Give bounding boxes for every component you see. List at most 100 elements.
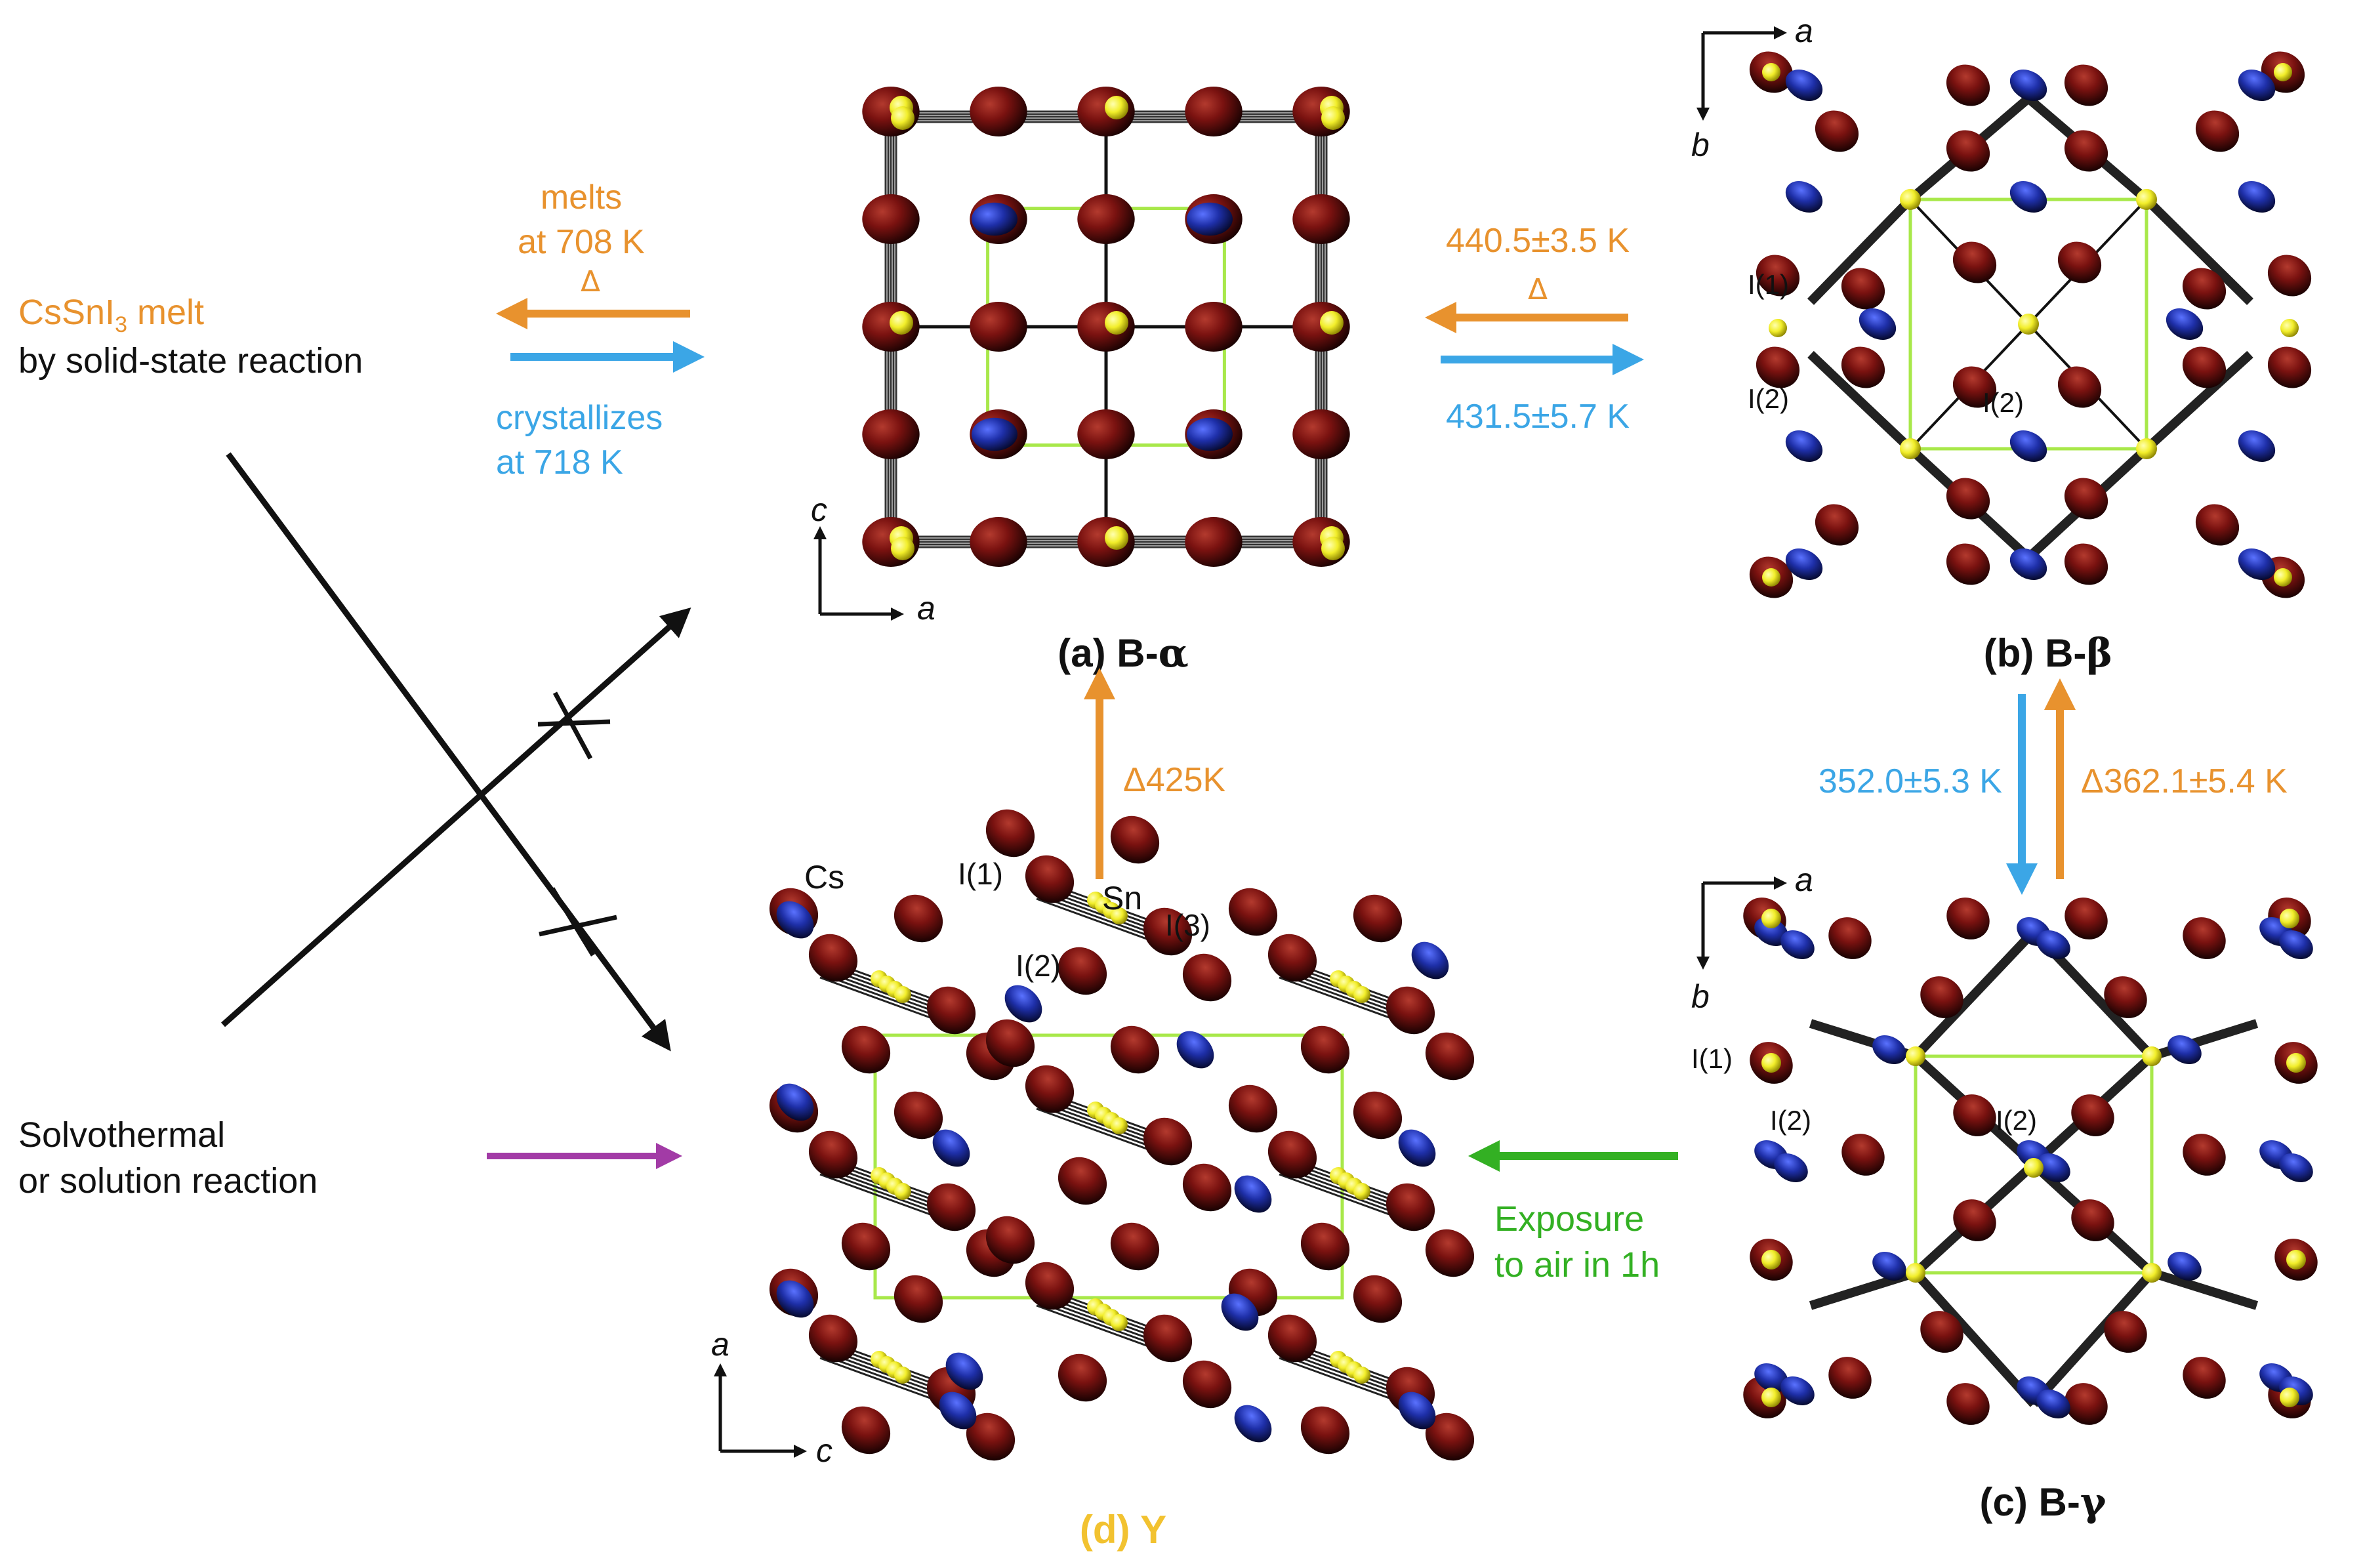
iodine-atom bbox=[1185, 302, 1243, 352]
cross-mark-2a bbox=[550, 887, 595, 957]
cesium-atom bbox=[2168, 1252, 2202, 1281]
panel-c-axes: a b bbox=[1691, 861, 1813, 1015]
tin-atom bbox=[1761, 1053, 1781, 1073]
tin-atom bbox=[2136, 438, 2157, 459]
panel-d-caption: (d) Y bbox=[1080, 1508, 1166, 1552]
iodine-atom bbox=[2183, 1134, 2226, 1176]
iodine-atom bbox=[2064, 478, 2108, 520]
iodine-atom bbox=[1185, 87, 1243, 136]
iodine-atom bbox=[1828, 917, 1872, 959]
cesium-atom bbox=[2238, 430, 2276, 462]
cross-mark-1a bbox=[552, 691, 593, 760]
iodine-atom bbox=[2182, 346, 2227, 388]
iodine-atom bbox=[2064, 130, 2108, 172]
cesium-atom bbox=[1234, 1405, 1272, 1443]
cesium-atom bbox=[2009, 70, 2047, 101]
iodine-atom bbox=[2182, 268, 2227, 310]
iodine-atom bbox=[1143, 1117, 1193, 1166]
cesium-atom bbox=[945, 1352, 983, 1390]
solvothermal-label-1: Solvothermal bbox=[18, 1115, 225, 1155]
panel-b-caption: (b) B-β bbox=[1984, 630, 2112, 676]
cross-arrow-to-y bbox=[226, 452, 671, 1052]
panel-a-caption: (a) B-α bbox=[1058, 630, 1188, 676]
cd-green-label-1: Exposure bbox=[1494, 1199, 1644, 1239]
tin-atom bbox=[1762, 568, 1780, 587]
cesium-atom bbox=[1754, 1363, 1788, 1392]
panel-d-axis-v-label: a bbox=[711, 1326, 729, 1363]
tin-atom bbox=[1353, 1183, 1370, 1200]
iodine-atom bbox=[1815, 504, 1859, 546]
iodine-atom bbox=[926, 986, 976, 1035]
panel-c-label-i2a: I(2) bbox=[1770, 1105, 1811, 1136]
tin-atom bbox=[2142, 1046, 2162, 1066]
iodine-atom bbox=[1946, 543, 1990, 585]
iodine-atom bbox=[2195, 504, 2240, 546]
iodine-atom bbox=[808, 1130, 858, 1179]
panel-d-axis-h-label: c bbox=[816, 1432, 832, 1469]
iodine-atom bbox=[2065, 1383, 2108, 1425]
panel-c-atoms bbox=[1743, 897, 2318, 1425]
iodine-atom bbox=[841, 1222, 891, 1271]
tin-atom bbox=[1111, 1117, 1128, 1134]
iodine-atom bbox=[1353, 894, 1403, 943]
forbidden-paths bbox=[221, 452, 691, 1052]
iodine-atom bbox=[1185, 517, 1243, 567]
iodine-atom bbox=[1110, 1222, 1160, 1271]
iodine-atom bbox=[1292, 194, 1350, 244]
iodine-atom bbox=[985, 1019, 1035, 1067]
panel-d-structure bbox=[769, 809, 1475, 1461]
tin-atom bbox=[1900, 438, 1921, 459]
iodine-atom bbox=[985, 1216, 1035, 1264]
cesium-atom bbox=[1398, 1129, 1436, 1167]
iodine-atom bbox=[1110, 815, 1160, 864]
tin-atom bbox=[890, 311, 913, 335]
panel-d-label-i2: I(2) bbox=[1016, 949, 1061, 983]
ab-blue-label: 431.5±5.7 K bbox=[1446, 398, 1630, 436]
tin-atom bbox=[1900, 189, 1921, 210]
panel-c-label-i2b: I(2) bbox=[1996, 1105, 2037, 1136]
tin-atom bbox=[1105, 96, 1128, 119]
iodine-atom bbox=[1058, 1353, 1107, 1402]
panel-b-atoms bbox=[1749, 51, 2312, 598]
cesium-atom bbox=[1859, 308, 1897, 340]
ab-delta: Δ bbox=[1528, 273, 1548, 306]
tin-atom bbox=[1761, 1250, 1781, 1269]
iodine-atom bbox=[1952, 241, 1997, 283]
iodine-atom bbox=[808, 1314, 858, 1363]
bond bbox=[2150, 1268, 2259, 1310]
melts-label-2: at 708 K bbox=[518, 223, 645, 261]
tin-atom bbox=[1762, 63, 1780, 81]
crystallizes-label-2: at 718 K bbox=[496, 444, 623, 482]
cesium-atom bbox=[2036, 930, 2070, 959]
iodine-atom bbox=[894, 1091, 943, 1140]
tin-atom bbox=[2286, 1250, 2306, 1269]
iodine-atom bbox=[1756, 255, 1800, 297]
iodine-atom bbox=[1841, 268, 1885, 310]
bc-orange-label: Δ362.1±5.4 K bbox=[2081, 762, 2288, 800]
iodine-atom bbox=[1353, 1091, 1403, 1140]
cesium-atom bbox=[1187, 417, 1233, 451]
iodine-atom bbox=[1025, 1262, 1075, 1310]
iodine-atom bbox=[1953, 1199, 1996, 1241]
cesium-atom bbox=[2009, 181, 2047, 213]
iodine-atom bbox=[808, 934, 858, 982]
cesium-atom bbox=[1398, 1392, 1436, 1430]
tin-atom bbox=[2018, 314, 2039, 335]
iodine-atom bbox=[1425, 1413, 1475, 1461]
panel-d-axes: a c bbox=[711, 1326, 832, 1469]
bond bbox=[1807, 196, 1914, 305]
cesium-atom bbox=[1780, 930, 1815, 959]
cesium-atom bbox=[1785, 430, 1823, 462]
iodine-atom bbox=[1841, 1134, 1885, 1176]
cesium-atom bbox=[2009, 548, 2047, 580]
tin-atom bbox=[1761, 909, 1781, 928]
tin-atom bbox=[894, 1367, 911, 1384]
iodine-atom bbox=[862, 194, 920, 244]
iodine-atom bbox=[1025, 855, 1075, 903]
iodine-atom bbox=[2071, 1199, 2114, 1241]
bond bbox=[1912, 928, 2038, 1060]
tin-atom bbox=[2142, 1263, 2162, 1283]
iodine-atom bbox=[2064, 543, 2108, 585]
cesium-atom bbox=[2238, 70, 2276, 101]
bond bbox=[2143, 196, 2253, 305]
